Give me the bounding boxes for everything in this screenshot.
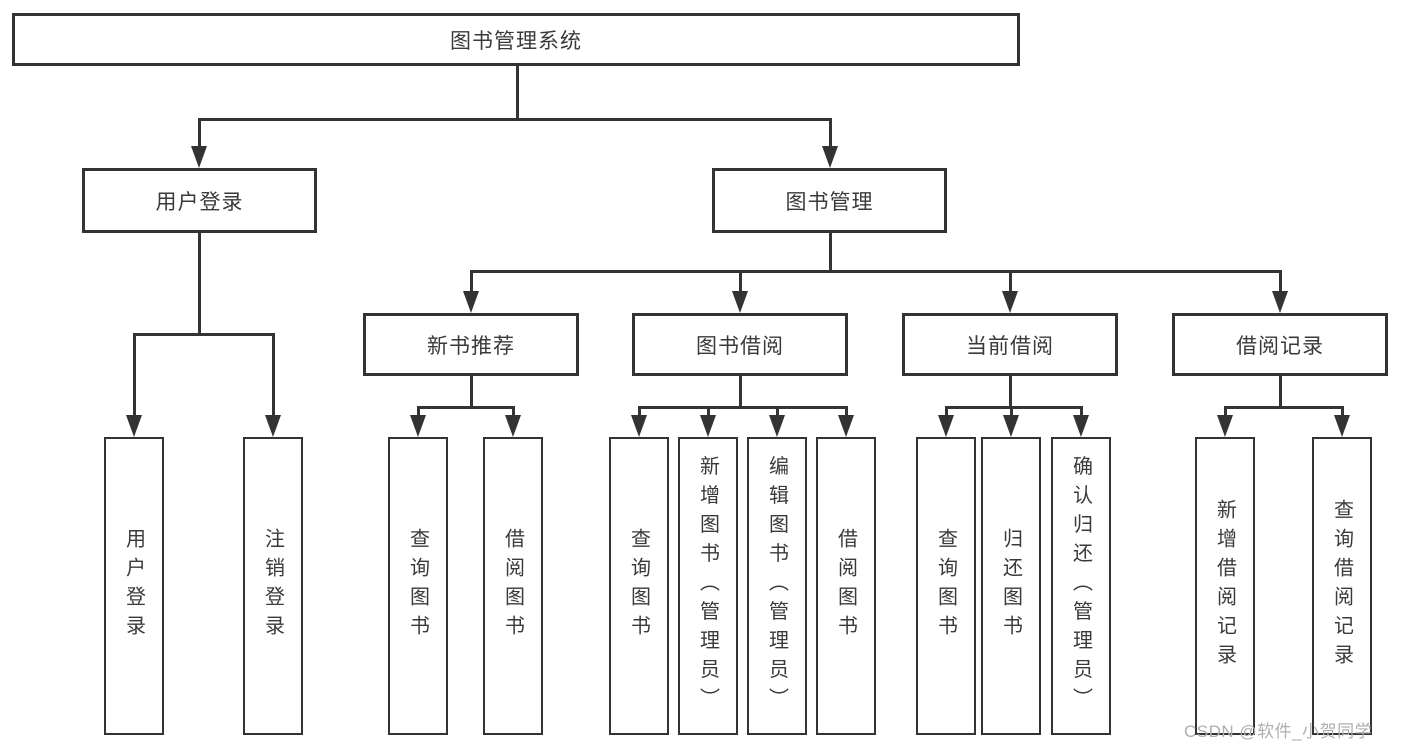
connector-line <box>1341 406 1344 420</box>
connector-line <box>739 376 742 409</box>
node-label: 借阅记录 <box>1236 334 1324 358</box>
arrowhead-down-icon <box>505 415 521 437</box>
leaf-label: 查询图书 <box>934 528 957 644</box>
connector-line <box>1279 270 1282 294</box>
node-new-book-recommend: 新书推荐 <box>363 313 579 376</box>
node-book-management: 图书管理 <box>712 168 947 233</box>
connector-line <box>1224 406 1227 420</box>
connector-line <box>845 406 848 420</box>
arrowhead-down-icon <box>126 415 142 437</box>
leaf-logout: 注销登录 <box>243 437 303 735</box>
leaf-label: 确认归还（管理员） <box>1069 455 1092 717</box>
leaf-add-books-admin: 新增图书（管理员） <box>678 437 738 735</box>
arrowhead-down-icon <box>265 415 281 437</box>
arrowhead-down-icon <box>822 146 838 168</box>
node-label: 用户登录 <box>155 190 244 214</box>
arrowhead-down-icon <box>1003 415 1019 437</box>
connector-line <box>945 406 948 420</box>
leaf-label: 归还图书 <box>999 528 1022 644</box>
leaf-label: 借阅图书 <box>501 528 524 644</box>
connector-line <box>417 406 420 420</box>
leaf-user-login: 用户登录 <box>104 437 164 735</box>
node-label: 新书推荐 <box>427 334 515 358</box>
arrowhead-down-icon <box>700 415 716 437</box>
leaf-label: 新增借阅记录 <box>1213 499 1236 673</box>
connector-line <box>272 333 275 419</box>
arrowhead-down-icon <box>1073 415 1089 437</box>
node-label: 图书管理 <box>785 190 874 214</box>
connector-line <box>133 333 275 336</box>
node-user-login: 用户登录 <box>82 168 317 233</box>
node-current-borrowing: 当前借阅 <box>902 313 1118 376</box>
connector-line <box>470 270 1281 273</box>
node-label: 当前借阅 <box>966 334 1054 358</box>
connector-line <box>198 118 201 150</box>
arrowhead-down-icon <box>1272 291 1288 313</box>
connector-line <box>707 406 710 420</box>
arrowhead-down-icon <box>410 415 426 437</box>
connector-line <box>1279 376 1282 409</box>
connector-line <box>739 270 742 294</box>
leaf-confirm-return-admin: 确认归还（管理员） <box>1051 437 1111 735</box>
leaf-borrow-books: 借阅图书 <box>483 437 543 735</box>
connector-line <box>133 333 136 419</box>
watermark: CSDN @软件_小贺同学 <box>1184 722 1373 741</box>
arrowhead-down-icon <box>1002 291 1018 313</box>
node-label: 图书管理系统 <box>450 29 582 53</box>
leaf-label: 新增图书（管理员） <box>696 455 719 717</box>
connector-line <box>638 406 641 420</box>
leaf-label: 查询图书 <box>627 528 650 644</box>
connector-line <box>1009 376 1012 409</box>
arrowhead-down-icon <box>838 415 854 437</box>
arrowhead-down-icon <box>191 146 207 168</box>
leaf-label: 用户登录 <box>122 528 145 644</box>
node-label: 图书借阅 <box>696 334 784 358</box>
connector-line <box>945 406 1082 409</box>
arrowhead-down-icon <box>1334 415 1350 437</box>
connector-line <box>1080 406 1083 420</box>
leaf-borrow-books: 借阅图书 <box>816 437 876 735</box>
connector-line <box>829 118 832 150</box>
connector-line <box>417 406 514 409</box>
connector-line <box>776 406 779 420</box>
leaf-label: 查询图书 <box>406 528 429 644</box>
connector-line <box>512 406 515 420</box>
arrowhead-down-icon <box>732 291 748 313</box>
connector-line <box>198 118 832 121</box>
leaf-label: 编辑图书（管理员） <box>765 455 788 717</box>
connector-line <box>829 233 832 273</box>
leaf-query-books: 查询图书 <box>609 437 669 735</box>
leaf-query-books: 查询图书 <box>388 437 448 735</box>
leaf-query-borrow-record: 查询借阅记录 <box>1312 437 1372 735</box>
node-book-borrowing: 图书借阅 <box>632 313 848 376</box>
connector-line <box>470 376 473 409</box>
leaf-label: 借阅图书 <box>834 528 857 644</box>
connector-line <box>470 270 473 294</box>
arrowhead-down-icon <box>769 415 785 437</box>
arrowhead-down-icon <box>1217 415 1233 437</box>
connector-line <box>1010 406 1013 420</box>
leaf-edit-books-admin: 编辑图书（管理员） <box>747 437 807 735</box>
node-root-system: 图书管理系统 <box>12 13 1020 66</box>
arrowhead-down-icon <box>631 415 647 437</box>
connector-line <box>198 233 201 335</box>
leaf-query-books: 查询图书 <box>916 437 976 735</box>
connector-line <box>516 65 519 120</box>
connector-line <box>1224 406 1343 409</box>
leaf-return-books: 归还图书 <box>981 437 1041 735</box>
leaf-label: 注销登录 <box>261 528 284 644</box>
leaf-add-borrow-record: 新增借阅记录 <box>1195 437 1255 735</box>
connector-line <box>1009 270 1012 294</box>
arrowhead-down-icon <box>938 415 954 437</box>
arrowhead-down-icon <box>463 291 479 313</box>
leaf-label: 查询借阅记录 <box>1330 499 1353 673</box>
node-borrow-records: 借阅记录 <box>1172 313 1388 376</box>
connector-line <box>638 406 847 409</box>
